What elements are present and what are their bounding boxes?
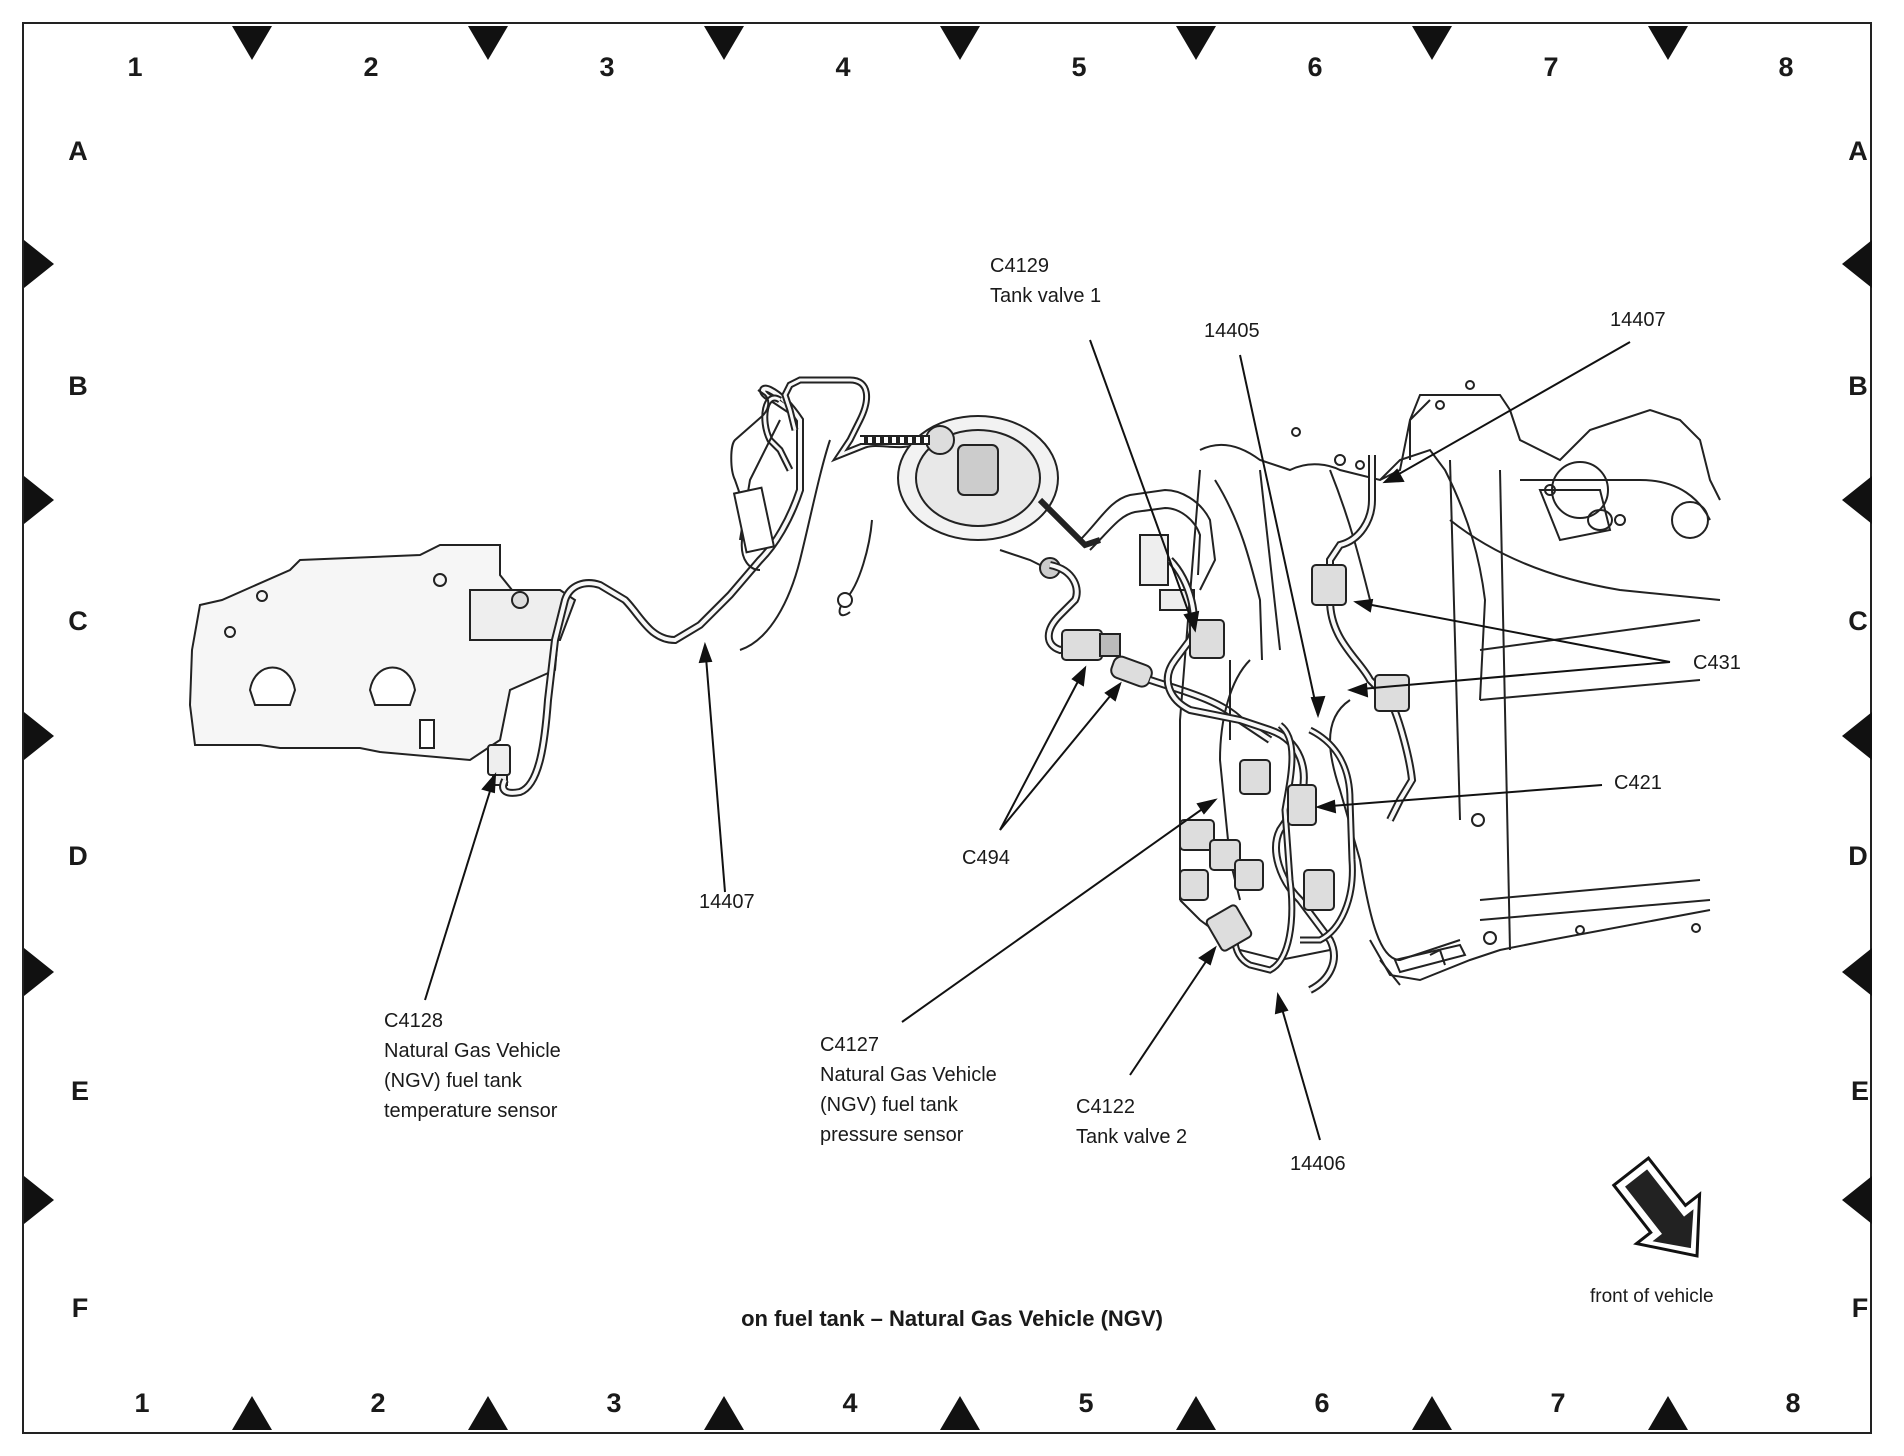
grid-row-left-B: B bbox=[68, 371, 88, 401]
grid-row-left-C: C bbox=[68, 606, 88, 636]
grid-row-right-B: B bbox=[1848, 371, 1868, 401]
grid-col-bottom-8: 8 bbox=[1785, 1388, 1801, 1418]
grid-row-left-E: E bbox=[70, 1076, 89, 1106]
label-c4129-id: C4129 bbox=[990, 255, 1049, 277]
grid-row-left-F: F bbox=[71, 1293, 89, 1323]
grid-col-bottom-3: 3 bbox=[606, 1388, 622, 1418]
grid-col-top-4: 4 bbox=[835, 52, 851, 82]
grid-row-right-A: A bbox=[1848, 136, 1868, 166]
label-c4129: C4129 Tank valve 1 bbox=[990, 251, 1101, 311]
label-c494: C494 bbox=[962, 847, 1010, 869]
pump-assembly bbox=[860, 415, 1101, 579]
label-c4128-line3: temperature sensor bbox=[384, 1100, 558, 1122]
label-c4122-id: C4122 bbox=[1076, 1096, 1135, 1118]
label-c4122: C4122 Tank valve 2 bbox=[1076, 1092, 1187, 1152]
label-c4127-line2: (NGV) fuel tank bbox=[820, 1094, 958, 1116]
leader-lines bbox=[424, 339, 1671, 1141]
c431-connector-upper bbox=[1311, 564, 1347, 606]
label-c4122-desc: Tank valve 2 bbox=[1076, 1126, 1188, 1148]
grid-col-bottom-5: 5 bbox=[1078, 1388, 1094, 1418]
label-c4128-line1: Natural Gas Vehicle bbox=[384, 1040, 561, 1062]
grid-col-bottom-6: 6 bbox=[1314, 1388, 1330, 1418]
grid-col-top-3: 3 bbox=[599, 52, 615, 82]
grid-row-left-A: A bbox=[68, 136, 88, 166]
harness-upper-loop bbox=[761, 376, 922, 472]
grid-col-top-7: 7 bbox=[1543, 52, 1559, 82]
label-c4127-id: C4127 bbox=[820, 1034, 879, 1056]
c494-connectors bbox=[1061, 629, 1153, 688]
label-14407-top: 14407 bbox=[1610, 309, 1666, 331]
diagram-caption: on fuel tank – Natural Gas Vehicle (NGV) bbox=[741, 1306, 1163, 1331]
grid-col-top-2: 2 bbox=[363, 52, 379, 82]
label-c4128-line2: (NGV) fuel tank bbox=[384, 1070, 522, 1092]
left-mounting-bracket bbox=[188, 544, 577, 762]
tank-connectors bbox=[1179, 619, 1335, 952]
border-markers bbox=[24, 26, 1872, 1430]
grid-row-right-E: E bbox=[1850, 1076, 1869, 1106]
label-14407-mid: 14407 bbox=[699, 891, 755, 913]
grid-col-top-1: 1 bbox=[127, 52, 143, 82]
grid-row-right-D: D bbox=[1848, 841, 1868, 871]
label-14405: 14405 bbox=[1204, 320, 1260, 342]
label-c431: C431 bbox=[1693, 652, 1741, 674]
label-c4128: C4128 Natural Gas Vehicle (NGV) fuel tan… bbox=[384, 1006, 561, 1126]
grid-col-top-8: 8 bbox=[1778, 52, 1794, 82]
label-c4127: C4127 Natural Gas Vehicle (NGV) fuel tan… bbox=[820, 1030, 997, 1150]
front-of-vehicle-arrow bbox=[1611, 1156, 1702, 1258]
grid-col-bottom-7: 7 bbox=[1550, 1388, 1566, 1418]
front-of-vehicle-label: front of vehicle bbox=[1590, 1286, 1714, 1307]
label-c4128-id: C4128 bbox=[384, 1010, 443, 1032]
grid-col-top-6: 6 bbox=[1307, 52, 1323, 82]
grid-col-top-5: 5 bbox=[1071, 52, 1087, 82]
temperature-sensor bbox=[487, 744, 511, 786]
label-c4129-desc: Tank valve 1 bbox=[990, 285, 1102, 307]
grid-col-bottom-2: 2 bbox=[370, 1388, 386, 1418]
label-c4127-line1: Natural Gas Vehicle bbox=[820, 1064, 997, 1086]
grid-row-left-D: D bbox=[68, 841, 88, 871]
c431-connector-lower bbox=[1374, 674, 1410, 712]
label-c4127-line3: pressure sensor bbox=[820, 1124, 964, 1146]
grid-col-bottom-4: 4 bbox=[842, 1388, 858, 1418]
grid-row-right-F: F bbox=[1851, 1293, 1869, 1323]
grid-row-right-C: C bbox=[1848, 606, 1868, 636]
fuel-tank-structure bbox=[1179, 380, 1721, 986]
label-c421: C421 bbox=[1614, 772, 1662, 794]
pump-hose bbox=[1079, 488, 1217, 591]
label-14406: 14406 bbox=[1290, 1153, 1346, 1175]
grid-col-bottom-1: 1 bbox=[134, 1388, 150, 1418]
